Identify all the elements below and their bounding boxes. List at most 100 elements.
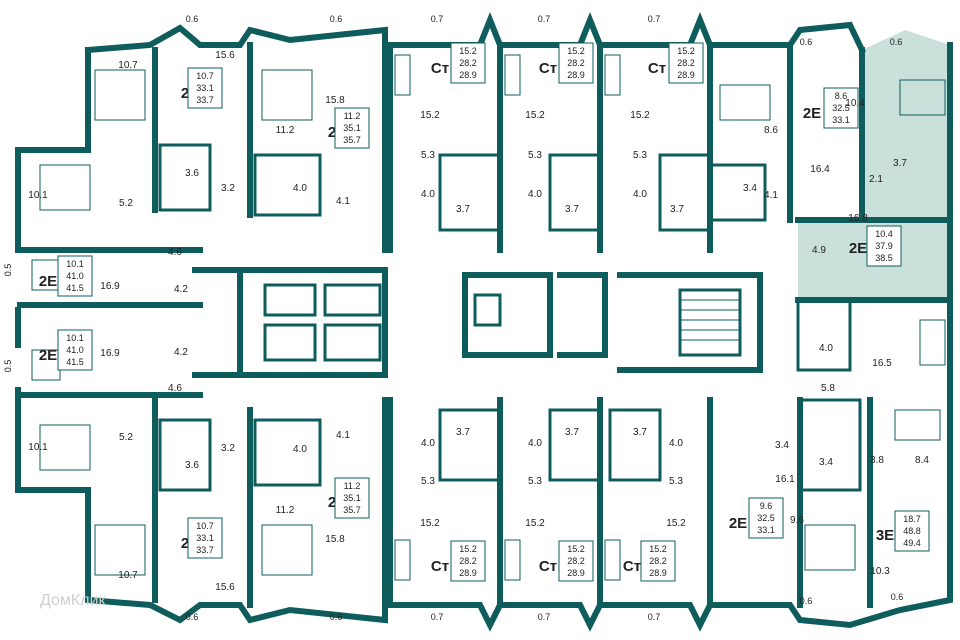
room-area-label: 4.1	[336, 430, 350, 441]
room-area-label: 11.2	[276, 125, 295, 136]
core	[192, 267, 763, 378]
unit-type-label: Ст	[648, 60, 666, 77]
unit-area-tag[interactable]	[894, 510, 930, 552]
room-area-label: 16.1	[775, 474, 795, 485]
room-area-label: 16.5	[872, 358, 892, 369]
room-area-label: 3.7	[670, 204, 684, 215]
unit-area-tag[interactable]	[57, 255, 93, 297]
watermark: ДомКлик	[40, 592, 106, 609]
room-area-label: 5.3	[421, 150, 435, 161]
room-area-label: 5.3	[528, 150, 542, 161]
unit-area-value: 10.4	[875, 229, 893, 239]
balcony-area-label: 0.7	[648, 612, 661, 622]
room-area-label: 10.7	[118, 60, 138, 71]
room-area-label: 3.7	[565, 427, 579, 438]
room-area-label: 4.0	[421, 438, 435, 449]
unit-type-label: Ст	[623, 558, 641, 575]
highlighted-unit[interactable]	[798, 30, 950, 300]
unit-area-value: 41.5	[66, 283, 84, 293]
room-area-label: 15.6	[215, 582, 235, 593]
unit-area-tag[interactable]	[334, 107, 370, 149]
unit-area-value: 33.1	[196, 533, 214, 543]
unit-area-tag[interactable]	[57, 329, 93, 371]
room-area-label: 4.9	[812, 245, 826, 256]
unit-area-tag[interactable]	[450, 42, 486, 84]
room-area-label: 10.1	[28, 190, 48, 201]
unit-area-value: 28.2	[649, 556, 667, 566]
unit-area-value: 33.1	[757, 525, 775, 535]
room-area-label: 8.6	[764, 125, 778, 136]
room-area-label: 9.6	[790, 515, 804, 526]
unit-area-value: 28.2	[459, 58, 477, 68]
room-area-label: 5.2	[119, 198, 133, 209]
room-area-label: 3.4	[743, 183, 757, 194]
room-area-label: 3.2	[221, 443, 235, 454]
room-area-label: 3.4	[819, 457, 833, 468]
room-area-label: 15.2	[630, 110, 650, 121]
unit-area-tag[interactable]	[558, 540, 594, 582]
unit-type-label: Ст	[539, 558, 557, 575]
room-area-label: 5.3	[669, 476, 683, 487]
unit-type-label: Ст	[431, 558, 449, 575]
unit-area-value: 11.2	[344, 481, 361, 491]
balcony-area-label: 0.7	[431, 612, 444, 622]
balcony-area-label: 0.6	[890, 37, 903, 47]
room-area-label: 15.2	[525, 518, 545, 529]
unit-area-value: 35.7	[343, 505, 361, 515]
room-area-label: 5.3	[633, 150, 647, 161]
room-area-label: 2.1	[869, 174, 883, 185]
room-area-label: 5.3	[421, 476, 435, 487]
room-area-label: 4.6	[168, 383, 182, 394]
unit-area-value: 15.2	[567, 544, 585, 554]
room-area-label: 3.7	[456, 427, 470, 438]
room-area-label: 5.3	[528, 476, 542, 487]
unit-area-tag[interactable]	[866, 225, 902, 267]
room-area-label: 4.0	[293, 444, 307, 455]
unit-area-tag[interactable]	[450, 540, 486, 582]
unit-area-value: 35.1	[343, 493, 361, 503]
unit-area-tag[interactable]	[823, 87, 859, 129]
unit-area-tag[interactable]	[668, 42, 704, 84]
unit-type-label: 2Е	[803, 105, 821, 122]
room-area-label: 10.1	[28, 442, 48, 453]
room-area-label: 11.2	[276, 505, 295, 516]
room-area-label: 3.6	[185, 460, 199, 471]
unit-area-value: 15.2	[567, 46, 585, 56]
unit-area-value: 9.6	[760, 501, 773, 511]
balcony-area-label: 0.5	[3, 264, 13, 277]
room-area-label: 4.0	[421, 189, 435, 200]
unit-area-value: 33.7	[196, 545, 214, 555]
room-area-label: 15.6	[215, 50, 235, 61]
unit-area-tag[interactable]	[187, 517, 223, 559]
unit-type-label: 3Е	[876, 527, 894, 544]
room-area-label: 15.8	[325, 534, 345, 545]
room-area-label: 4.1	[764, 190, 778, 201]
room-area-label: 15.2	[420, 518, 440, 529]
unit-type-label: Ст	[431, 60, 449, 77]
unit-area-value: 10.7	[196, 71, 214, 81]
balcony-area-label: 0.6	[186, 14, 199, 24]
unit-area-value: 28.9	[459, 568, 477, 578]
room-area-label: 4.6	[168, 247, 182, 258]
room-area-label: 4.0	[819, 343, 833, 354]
room-area-label: 15.2	[525, 110, 545, 121]
unit-type-label: Ст	[539, 60, 557, 77]
unit-area-tag[interactable]	[748, 497, 784, 539]
room-area-label: 3.8	[870, 455, 884, 466]
room-area-label: 3.7	[456, 204, 470, 215]
room-area-label: 4.0	[669, 438, 683, 449]
unit-area-tag[interactable]	[558, 42, 594, 84]
unit-area-value: 8.6	[835, 91, 848, 101]
outer-walls	[15, 11, 953, 632]
room-area-label: 4.0	[293, 183, 307, 194]
unit-area-value: 15.2	[459, 46, 477, 56]
unit-area-value: 28.2	[459, 556, 477, 566]
unit-area-tag[interactable]	[640, 540, 676, 582]
unit-area-tag[interactable]	[187, 67, 223, 109]
unit-area-value: 15.2	[677, 46, 695, 56]
balcony-area-label: 0.6	[800, 37, 813, 47]
room-area-label: 5.2	[119, 432, 133, 443]
room-area-label: 16.8	[848, 213, 868, 224]
room-area-label: 4.0	[528, 189, 542, 200]
unit-area-tag[interactable]	[334, 477, 370, 519]
